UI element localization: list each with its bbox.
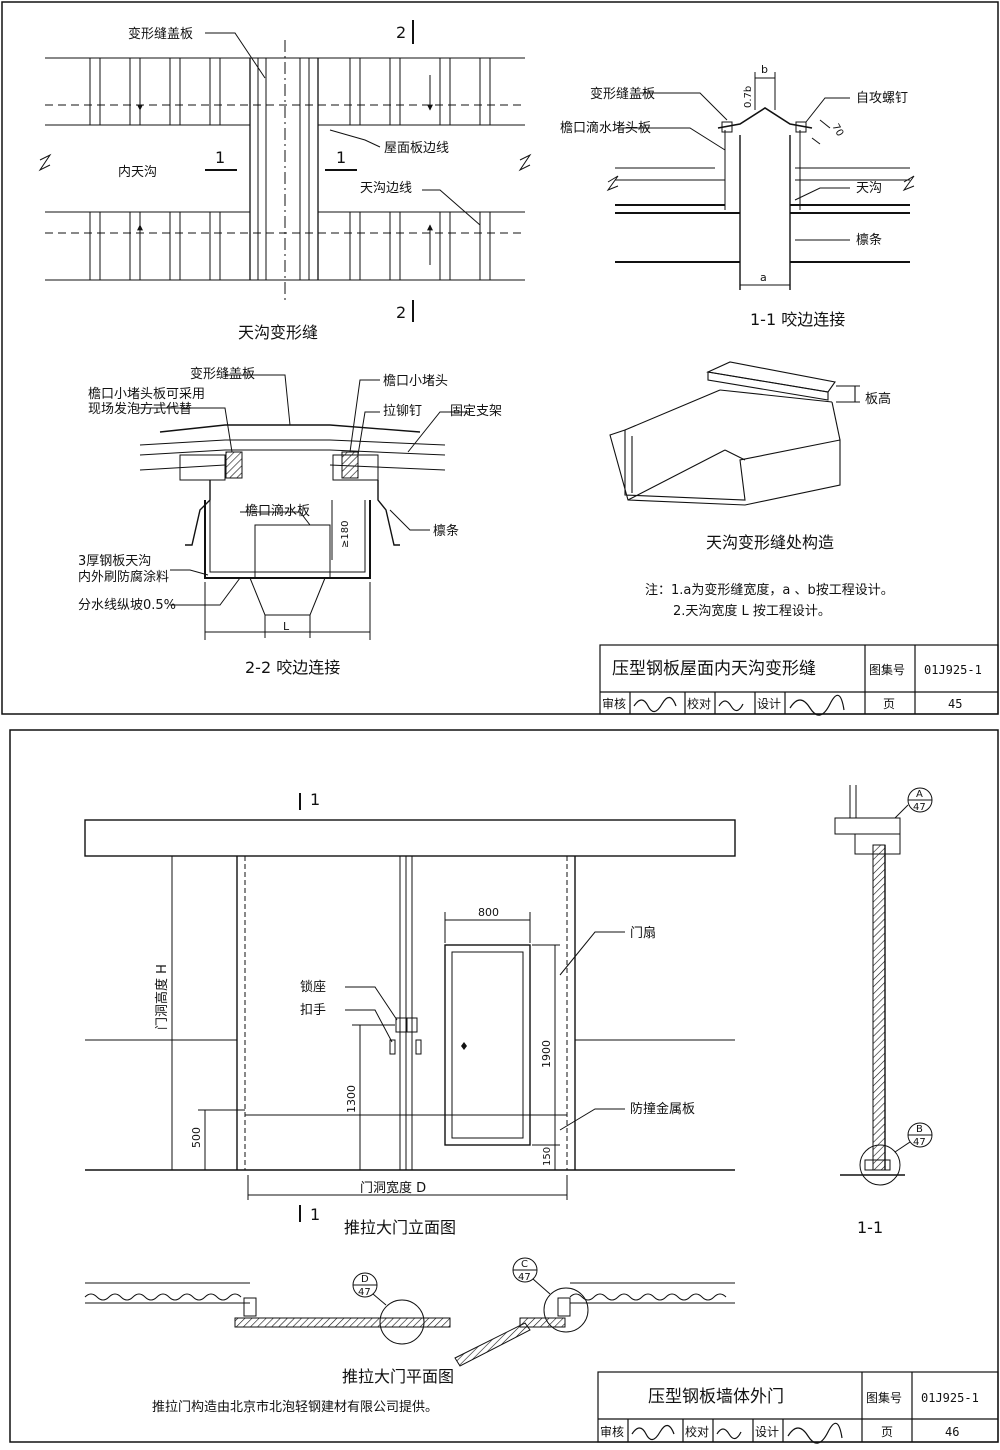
callout-A-bottom: 47 — [913, 802, 926, 813]
label-gutter-edge: 天沟边线 — [360, 181, 412, 196]
design-sheet-1: 设计 — [757, 697, 781, 711]
review-sheet-1: 审核 — [602, 696, 626, 711]
s11-label-purlin: 檩条 — [856, 232, 882, 248]
s11-label-screw: 自攻螺钉 — [856, 91, 908, 106]
page-no-sheet-1: 45 — [948, 697, 962, 711]
atlas-label-sheet-1: 图集号 — [869, 662, 905, 677]
elev-section-mark-top: 1 — [310, 790, 320, 809]
elev-label-door-leaf: 门扇 — [630, 925, 656, 941]
elev-dim-1300: 1300 — [345, 1085, 358, 1113]
title-block-sheet-1 — [599, 644, 999, 715]
review-sheet-2: 审核 — [600, 1424, 624, 1439]
section-mark-1-left: 1 — [215, 148, 225, 167]
design-sheet-2: 设计 — [755, 1425, 779, 1439]
callout-B-bottom: 47 — [913, 1137, 926, 1148]
elev-label-guard-plate: 防撞金属板 — [630, 1101, 695, 1117]
s22-label-purlin: 檩条 — [433, 523, 459, 539]
atlas-no-sheet-1: 01J925-1 — [924, 663, 982, 677]
s11-dim-07b: 0.7b — [743, 86, 754, 108]
elev-dim-opening-w: 门洞宽度 D — [360, 1180, 426, 1196]
elev-dim-150: 150 — [542, 1147, 553, 1166]
atlas-label-sheet-2: 图集号 — [866, 1390, 902, 1405]
caption-iso: 天沟变形缝处构造 — [706, 533, 834, 552]
title-block-sheet-2 — [597, 1371, 999, 1443]
signatures-sheet-1 — [633, 694, 845, 716]
door-section-drawing — [834, 785, 933, 1186]
section-1-1-drawing — [606, 72, 915, 290]
label-inner-gutter: 内天沟 — [118, 164, 157, 180]
sheet-2-frame — [9, 729, 999, 1443]
section-mark-1-right: 1 — [336, 148, 346, 167]
gutter-joint-plan — [38, 20, 532, 322]
s22-label-plug-note-1: 檐口小堵头板可采用 — [88, 387, 205, 402]
elev-label-handle: 扣手 — [300, 1003, 326, 1018]
elev-label-lock-seat: 锁座 — [300, 979, 326, 995]
caption-door-section: 1-1 — [857, 1218, 883, 1237]
s11-dim-70: 70 — [829, 122, 845, 139]
door-plan-drawing — [84, 1257, 735, 1367]
s22-label-rivet: 拉铆钉 — [383, 404, 422, 419]
sheet-2: 1 1 800 门扇 锁座 扣手 门洞高度 H 1900 1300 500 15… — [9, 729, 999, 1444]
iso-label-board-height: 板高 — [865, 391, 891, 407]
page-label-sheet-2: 页 — [881, 1425, 893, 1439]
sheet-1: 变形缝盖板 内天沟 屋面板边线 天沟边线 1 1 2 2 天沟变形缝 — [1, 1, 999, 716]
elev-section-mark-bottom: 1 — [310, 1205, 320, 1224]
door-knob-icon — [461, 1042, 467, 1050]
s22-label-gutter-1: 3厚钢板天沟 — [78, 554, 151, 569]
section-mark-2-top: 2 — [396, 23, 406, 42]
title-sheet-1: 压型钢板屋面内天沟变形缝 — [612, 659, 816, 679]
door-elevation-drawing — [84, 793, 736, 1222]
page-label-sheet-1: 页 — [883, 697, 895, 711]
elev-dim-800: 800 — [478, 906, 499, 919]
caption-section-2-2: 2-2 咬边连接 — [245, 658, 340, 677]
s22-label-gutter-2: 内外刷防腐涂料 — [78, 569, 169, 585]
elev-dim-opening-h: 门洞高度 H — [154, 964, 170, 1030]
s11-label-eave-plug: 檐口滴水堵头板 — [560, 120, 651, 136]
note-1: 注：1.a为变形缝宽度，a 、b按工程设计。 — [645, 582, 894, 598]
s11-label-cover-plate: 变形缝盖板 — [590, 86, 655, 102]
title-sheet-2: 压型钢板墙体外门 — [648, 1387, 784, 1407]
callout-C-bottom: 47 — [518, 1272, 531, 1283]
elev-dim-1900: 1900 — [540, 1040, 553, 1068]
atlas-no-sheet-2: 01J925-1 — [921, 1391, 979, 1405]
section-2-2-drawing — [138, 374, 470, 640]
s22-dim-180: ≥180 — [340, 521, 351, 548]
credit-text: 推拉门构造由北京市北泡轻钢建材有限公司提供。 — [152, 1399, 438, 1415]
section-mark-2-bottom: 2 — [396, 303, 406, 322]
caption-gutter-joint: 天沟变形缝 — [238, 323, 318, 342]
caption-elevation: 推拉大门立面图 — [344, 1218, 456, 1237]
callout-B-top: B — [916, 1124, 923, 1135]
s22-label-plug-note-2: 现场发泡方式代替 — [88, 401, 192, 417]
note-2: 2.天沟宽度 L 按工程设计。 — [673, 603, 831, 619]
check-sheet-1: 校对 — [687, 696, 711, 711]
label-roof-edge: 屋面板边线 — [384, 141, 449, 156]
label-cover-plate: 变形缝盖板 — [128, 26, 193, 42]
callout-D-bottom: 47 — [358, 1287, 371, 1298]
s22-label-cover-plate: 变形缝盖板 — [190, 366, 255, 382]
s22-label-small-plug: 檐口小堵头 — [383, 374, 448, 389]
callout-C-top: C — [521, 1259, 528, 1270]
callout-A-top: A — [916, 789, 923, 800]
check-sheet-2: 校对 — [685, 1424, 709, 1439]
elev-dim-500: 500 — [190, 1127, 203, 1148]
caption-section-1-1: 1-1 咬边连接 — [750, 310, 845, 329]
s11-dim-b: b — [761, 63, 768, 76]
sheet-1-frame — [1, 1, 999, 715]
s22-label-bracket: 固定支架 — [450, 404, 502, 419]
s11-dim-a: a — [760, 271, 767, 284]
s22-dim-L: L — [283, 620, 290, 633]
caption-door-plan: 推拉大门平面图 — [342, 1367, 454, 1386]
callout-D-top: D — [361, 1274, 369, 1285]
page-no-sheet-2: 46 — [945, 1425, 959, 1439]
signatures-sheet-2 — [631, 1422, 843, 1444]
s22-label-drip: 檐口滴水板 — [245, 503, 310, 519]
s22-label-slope: 分水线纵坡0.5% — [78, 598, 176, 613]
gutter-joint-iso — [609, 361, 860, 506]
s11-label-gutter: 天沟 — [856, 181, 882, 196]
